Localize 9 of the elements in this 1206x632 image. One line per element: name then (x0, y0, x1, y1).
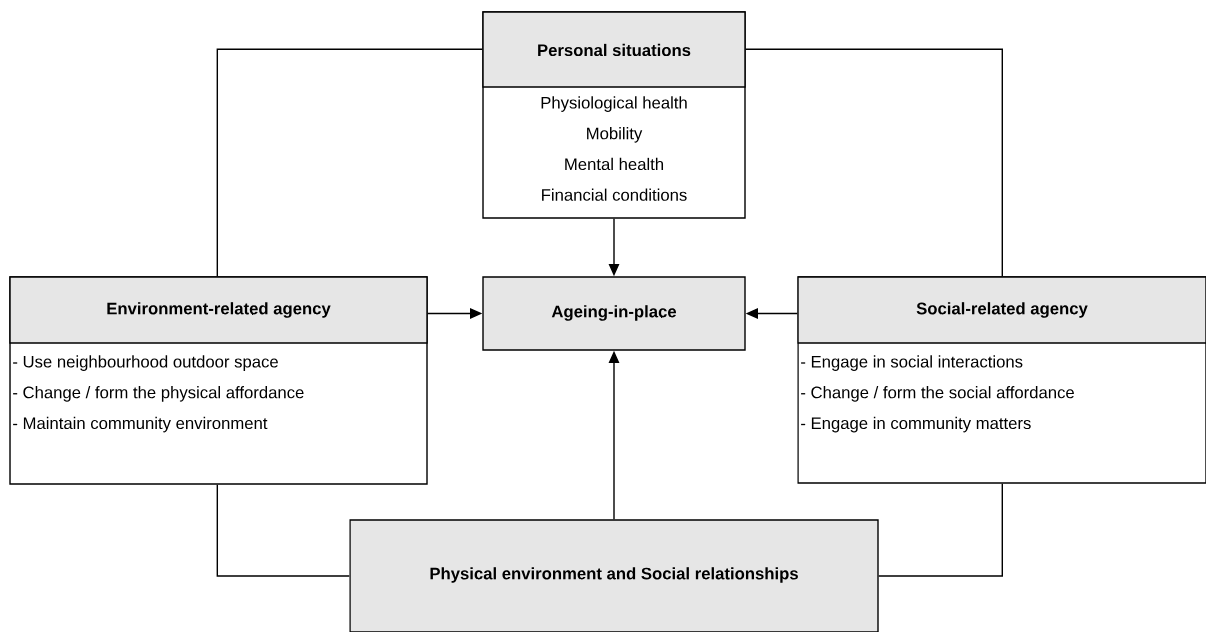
connector-line (878, 483, 1003, 577)
factor-box: Personal situations Physiological health Mobility Mental health Financial conditions (482, 11, 746, 219)
connector-line (216, 48, 483, 277)
outcome-box: Ageing-in-place (482, 276, 746, 351)
connector-line (745, 48, 1003, 277)
agency-box: Environment-related agency - Use neighbourhood outdoor space - Change / form the physical affordance - Maintain community environment (9, 276, 428, 485)
connector-line (216, 484, 350, 577)
factor-box: Physical environment and Social relationships (349, 519, 879, 632)
agency-box: Social-related agency - Engage in social interactions - Change / form the social affordance - Engage in community matters (797, 276, 1206, 484)
